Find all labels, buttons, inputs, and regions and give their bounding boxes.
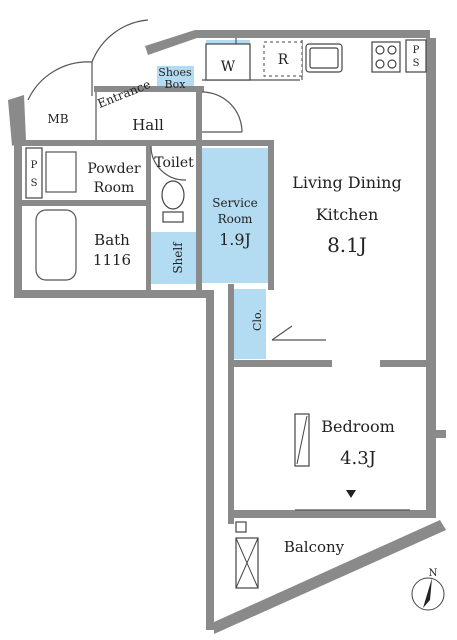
fixtures: W R P S P S: [25, 39, 427, 589]
balcony-label: Balcony: [284, 538, 345, 556]
wall-bedroom-top-right: [380, 360, 428, 367]
wall-toilet-top: [146, 140, 272, 146]
hall-label: Hall: [132, 116, 164, 134]
room-labels: Living Dining Kitchen 8.1J Service Room …: [47, 66, 401, 556]
wall-hall-top: [94, 86, 204, 92]
refrigerator: [263, 41, 303, 77]
shelf-fill: [151, 232, 197, 284]
wall-notch: [436, 430, 446, 438]
bedroom-label: Bedroom: [321, 417, 395, 436]
wall-bath-top: [22, 140, 146, 146]
wall-toilet-left: [146, 140, 151, 290]
bedroom-area: 4.3J: [340, 448, 376, 469]
stove: [371, 41, 401, 73]
toilet-label: Toilet: [154, 155, 194, 171]
pipe-space-right-p: P: [413, 45, 420, 56]
wall-top-diagonal: [145, 30, 197, 55]
meter-box-label: MB: [47, 112, 68, 126]
shoes-box-label-1: Shoes: [158, 66, 192, 79]
shelf-label: Shelf: [171, 241, 185, 274]
closet-fill: [234, 289, 266, 359]
compass-icon: N: [411, 568, 445, 611]
wall-left: [14, 98, 22, 298]
entrance-door-arc-right: [91, 19, 149, 63]
wall-interior-1: [196, 90, 202, 290]
shoes-box-label-2: Box: [165, 78, 187, 91]
toilet-bowl: [161, 180, 185, 210]
living-label-1: Living Dining: [292, 173, 401, 192]
pipe-space-left: [25, 147, 43, 199]
walls: [8, 30, 446, 634]
bedroom-arrow: [346, 490, 356, 498]
doors: [27, 19, 410, 511]
service-room-fill: [202, 148, 268, 283]
wall-interior-2: [268, 140, 274, 290]
living-area: 8.1J: [327, 233, 367, 257]
wall-mb: [8, 95, 26, 146]
pipe-space-left-s: S: [31, 178, 38, 189]
hall-door-arc: [201, 91, 243, 133]
refrigerator-label: R: [278, 52, 289, 68]
entrance-door-arc-left: [27, 61, 93, 101]
washer-label: W: [221, 59, 236, 75]
pipe-space-right-s: S: [413, 58, 420, 69]
service-label-2: Room: [218, 212, 253, 226]
wall-top: [195, 30, 430, 38]
toilet-door-arc: [150, 145, 187, 181]
wall-balcony: [214, 520, 446, 634]
wall-bedroom-bottom: [228, 510, 436, 518]
wall-bottom-left: [14, 290, 214, 298]
pipe-space-left-p: P: [31, 160, 38, 171]
highlighted-storage: [151, 40, 268, 359]
wall-bath-mid: [22, 200, 146, 206]
washer: [205, 43, 251, 81]
compass-label: N: [429, 568, 438, 579]
service-label-1: Service: [212, 196, 258, 210]
powder-label-1: Powder: [87, 161, 141, 177]
wall-bedroom-left: [228, 284, 234, 524]
powder-label-2: Room: [94, 180, 135, 196]
wall-right: [426, 38, 436, 510]
service-area: 1.9J: [219, 230, 251, 249]
living-label-2: Kitchen: [316, 205, 379, 224]
pipe-space-right: [405, 39, 427, 73]
closet-label: Clo.: [251, 309, 264, 331]
wall-lower-left: [206, 290, 214, 630]
wall-bedroom-top: [232, 360, 332, 367]
entrance-label: Entrance: [96, 77, 153, 111]
bath-size: 1116: [93, 251, 131, 269]
bath-label: Bath: [94, 231, 130, 249]
